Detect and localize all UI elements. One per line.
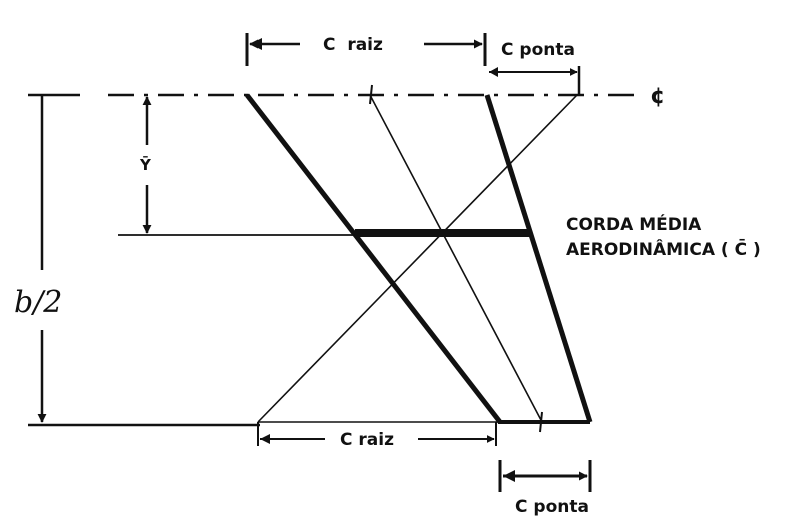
half-span-dimension <box>28 95 260 427</box>
centerline-label: ¢ <box>650 84 665 109</box>
wing-planform <box>245 93 593 424</box>
root-chord-bottom-label: C raiz <box>340 430 394 450</box>
tip-chord-bottom-label: C ponta <box>515 497 589 517</box>
trailing-edge <box>484 94 593 423</box>
mac-label-line2: AERODINÂMICA ( C̄ ) <box>566 238 761 260</box>
tip-chord-top-dimension <box>489 66 581 95</box>
mid-chord-line <box>369 94 543 423</box>
tip-chord-bottom-dimension <box>498 460 592 492</box>
half-span-label: b/2 <box>14 285 62 320</box>
tick-bottom-mid <box>539 411 543 433</box>
tick-top-mid <box>369 84 373 105</box>
root-chord-bottom-dimension <box>257 422 497 446</box>
tip-chord-top-label: C ponta <box>501 40 575 60</box>
ybar-label: Ȳ <box>139 154 152 174</box>
diagonal-construction-line <box>257 94 578 423</box>
root-chord-top-label: C raiz <box>323 35 383 55</box>
construction-lines <box>118 84 578 433</box>
root-chord-top-dimension <box>247 33 487 66</box>
mac-label-line1: CORDA MÉDIA <box>566 213 702 235</box>
leading-edge <box>245 93 502 424</box>
